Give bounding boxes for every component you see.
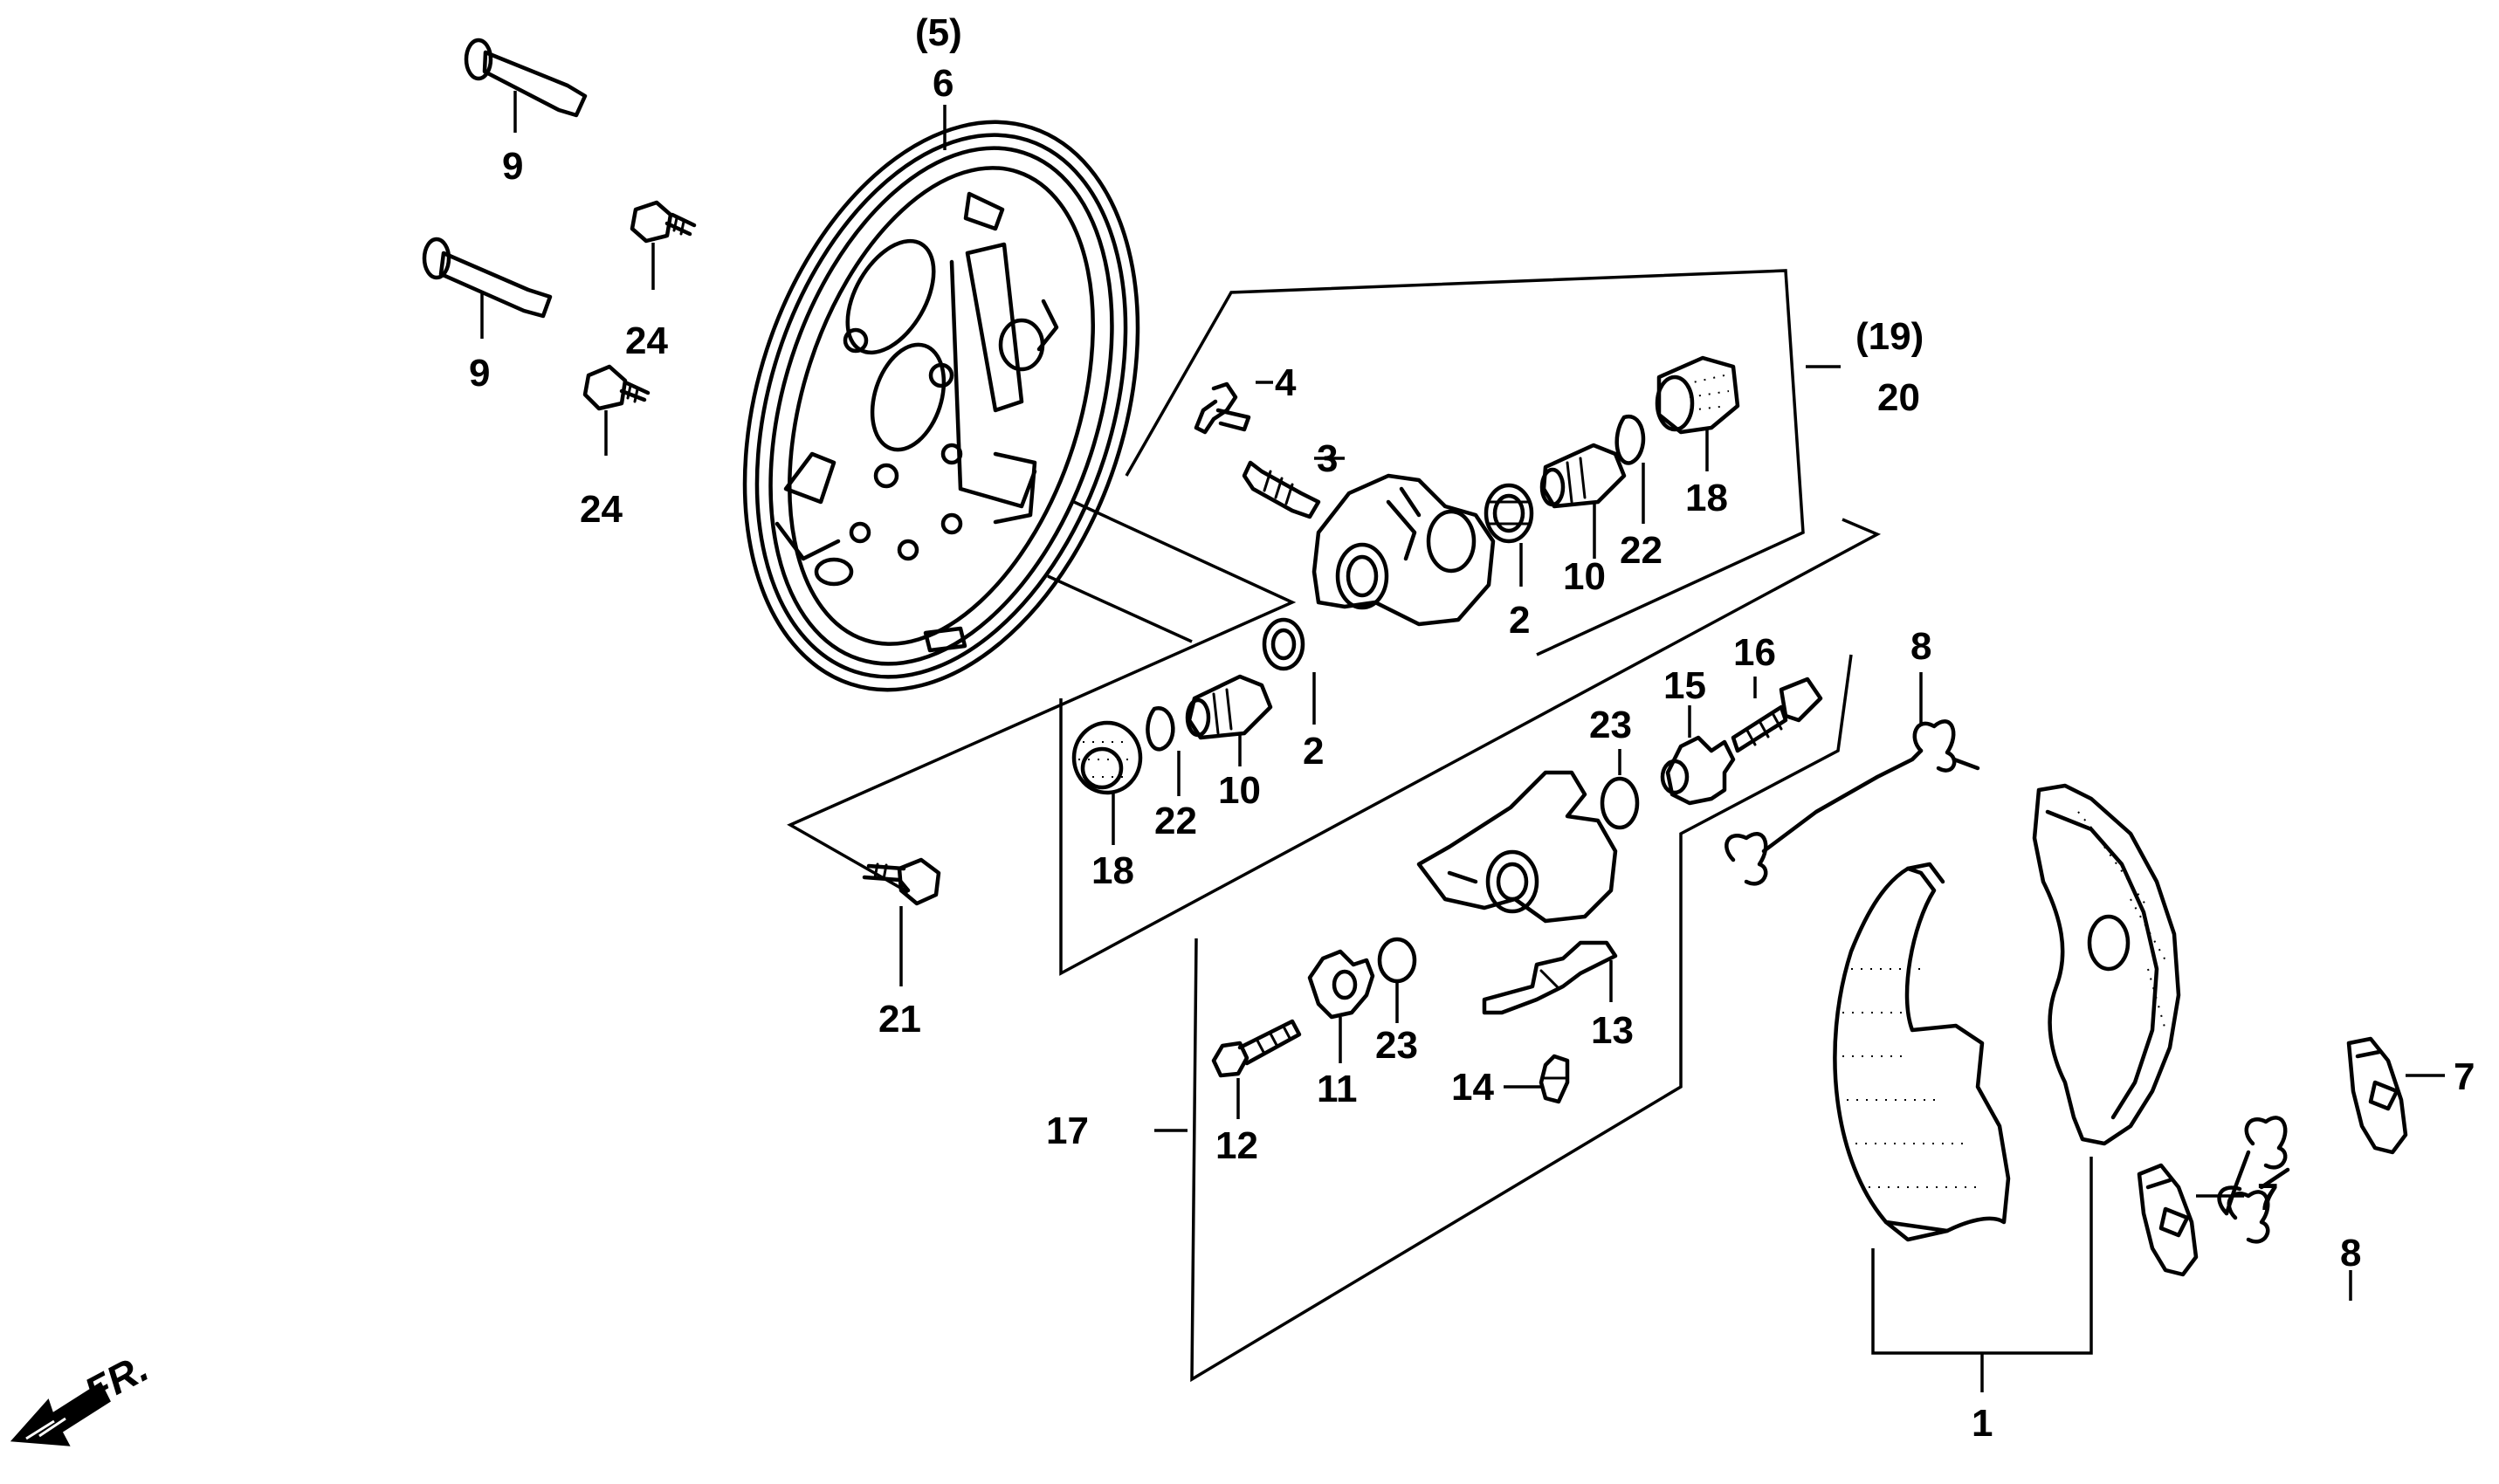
label-part-7-lower: 7 [2257,1176,2278,1219]
label-part-1: 1 [1972,1402,1993,1445]
part-22-ring-lower [1146,706,1175,752]
part-24-bolt-lower [582,364,651,411]
part-3-bleeder-screw [1242,460,1321,519]
part-1-brake-shoe-right [2032,783,2181,1146]
label-part-2-upper: 2 [1509,599,1530,642]
label-part-17: 17 [1046,1110,1089,1152]
label-part-6: 6 [933,62,953,105]
label-part-18-upper: 18 [1685,477,1728,519]
part-12-screw [1211,1019,1302,1078]
part-2-cup-upper [1484,483,1534,544]
label-part-9-upper: 9 [502,145,523,188]
label-part-24-lower: 24 [580,488,623,531]
label-part-3: 3 [1317,437,1338,480]
label-part-18-lower: 18 [1091,849,1134,892]
part-15-adjuster-wheel [1660,735,1736,806]
label-part-8-upper: 8 [1910,625,1931,668]
part-23-ring-upper [1600,776,1640,830]
shoe-bracket [1871,1157,2093,1355]
label-part-20: 20 [1877,376,1920,419]
front-direction-arrow [10,1381,111,1446]
part-18-boot-upper [1655,355,1740,435]
part-22-ring-upper [1614,414,1646,465]
group-outline-19-20 [1125,269,1805,656]
label-part-21: 21 [878,998,921,1041]
label-part-19: (19) [1855,315,1924,358]
label-part-2-lower: 2 [1303,730,1324,773]
label-part-12: 12 [1215,1124,1258,1167]
part-23-ring-lower [1377,937,1417,984]
part-9-shoe-pin-upper [464,38,588,118]
group-outline-cylinder-kit [1059,518,1882,976]
label-part-5: (5) [915,11,962,54]
label-part-10-upper: 10 [1563,555,1606,598]
label-part-22-upper: 22 [1620,529,1663,572]
label-part-24-upper: 24 [625,319,668,362]
part-10-piston-lower [1185,674,1273,740]
label-part-23-lower: 23 [1375,1024,1418,1067]
label-part-15: 15 [1663,664,1706,707]
part-13-lock-plate [1482,940,1618,1015]
part-11-adjuster [1307,949,1375,1020]
label-part-8-lower: 8 [2340,1232,2361,1274]
label-part-4: 4 [1275,361,1297,404]
label-part-13: 13 [1591,1009,1634,1052]
part-7-clip-upper [2346,1036,2408,1155]
part-8-spring-upper [1725,719,1980,886]
part-6-brake-panel [742,120,1140,692]
part-10-piston-upper [1539,443,1627,509]
label-part-14: 14 [1451,1066,1494,1109]
wheel-cylinder-body [1311,473,1496,627]
label-part-22-lower: 22 [1154,800,1197,842]
panel-ref-line-lower [787,500,1297,894]
label-part-7-upper: 7 [2454,1055,2475,1098]
part-1-brake-shoe-left [1833,862,2011,1242]
part-14-nipple [1539,1054,1570,1104]
part-24-bolt-upper [630,200,697,244]
part-16-adjuster-screw [1731,677,1823,753]
part-7-clip-lower [2137,1163,2199,1277]
label-part-16: 16 [1733,631,1776,674]
group-outline-17 [1190,654,1853,1383]
label-part-23-upper: 23 [1589,704,1632,746]
label-part-10-lower: 10 [1218,769,1261,812]
adjuster-cylinder-body [1416,770,1618,924]
panel-ref-line-mid [1047,574,1193,643]
part-8-spring-lower [2217,1116,2290,1244]
label-part-9-lower: 9 [469,352,490,395]
label-part-11: 11 [1317,1068,1358,1110]
part-21-bolt [862,857,941,906]
part-4-clip [1194,381,1251,435]
part-18-boot-lower [1071,720,1143,795]
part-9-shoe-pin-lower [422,237,553,319]
part-2-cup-lower [1262,617,1305,671]
